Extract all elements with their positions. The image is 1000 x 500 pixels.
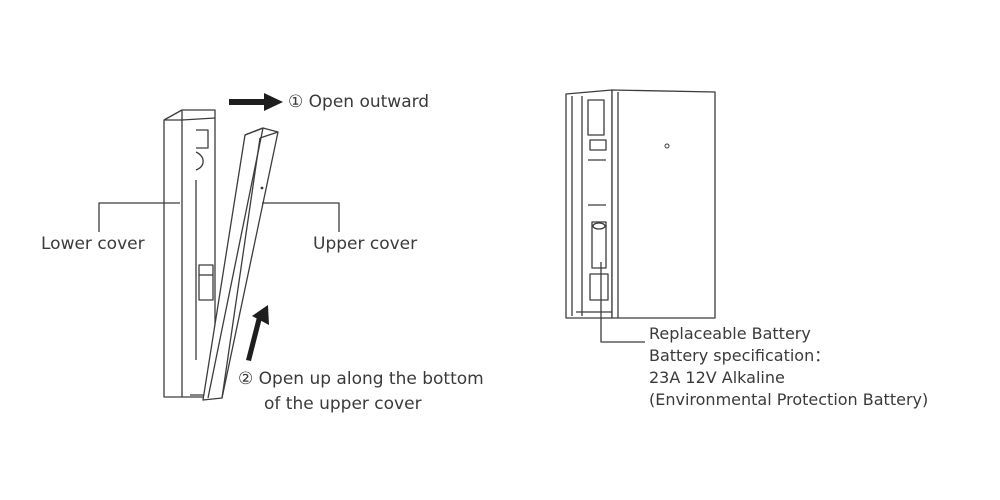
arrow-right-icon xyxy=(229,93,283,111)
battery-slot xyxy=(591,221,607,269)
step2-label-line1: ② Open up along the bottom xyxy=(238,369,484,389)
lower-cover-leader xyxy=(98,202,180,232)
lower-cover-drawing xyxy=(163,109,216,398)
right-device-figure xyxy=(565,89,716,343)
step1-label: ① Open outward xyxy=(288,92,430,112)
arrow-up-icon xyxy=(246,305,269,361)
battery-info-block: Replaceable Battery Battery specificatio… xyxy=(649,323,928,411)
battery-line-2: Battery specification： xyxy=(649,346,831,365)
lower-cover-label: Lower cover xyxy=(41,234,145,254)
upper-cover-drawing xyxy=(202,127,279,401)
upper-cover-leader xyxy=(262,202,340,232)
battery-line-4: (Environmental Protection Battery) xyxy=(649,390,929,409)
battery-line-3: 23A 12V Alkaline xyxy=(649,368,785,387)
battery-line-1: Replaceable Battery xyxy=(649,324,811,343)
battery-leader xyxy=(600,262,645,343)
step2-label-line2: of the upper cover xyxy=(264,394,422,414)
left-device-figure xyxy=(98,109,340,401)
upper-cover-label: Upper cover xyxy=(313,234,418,254)
